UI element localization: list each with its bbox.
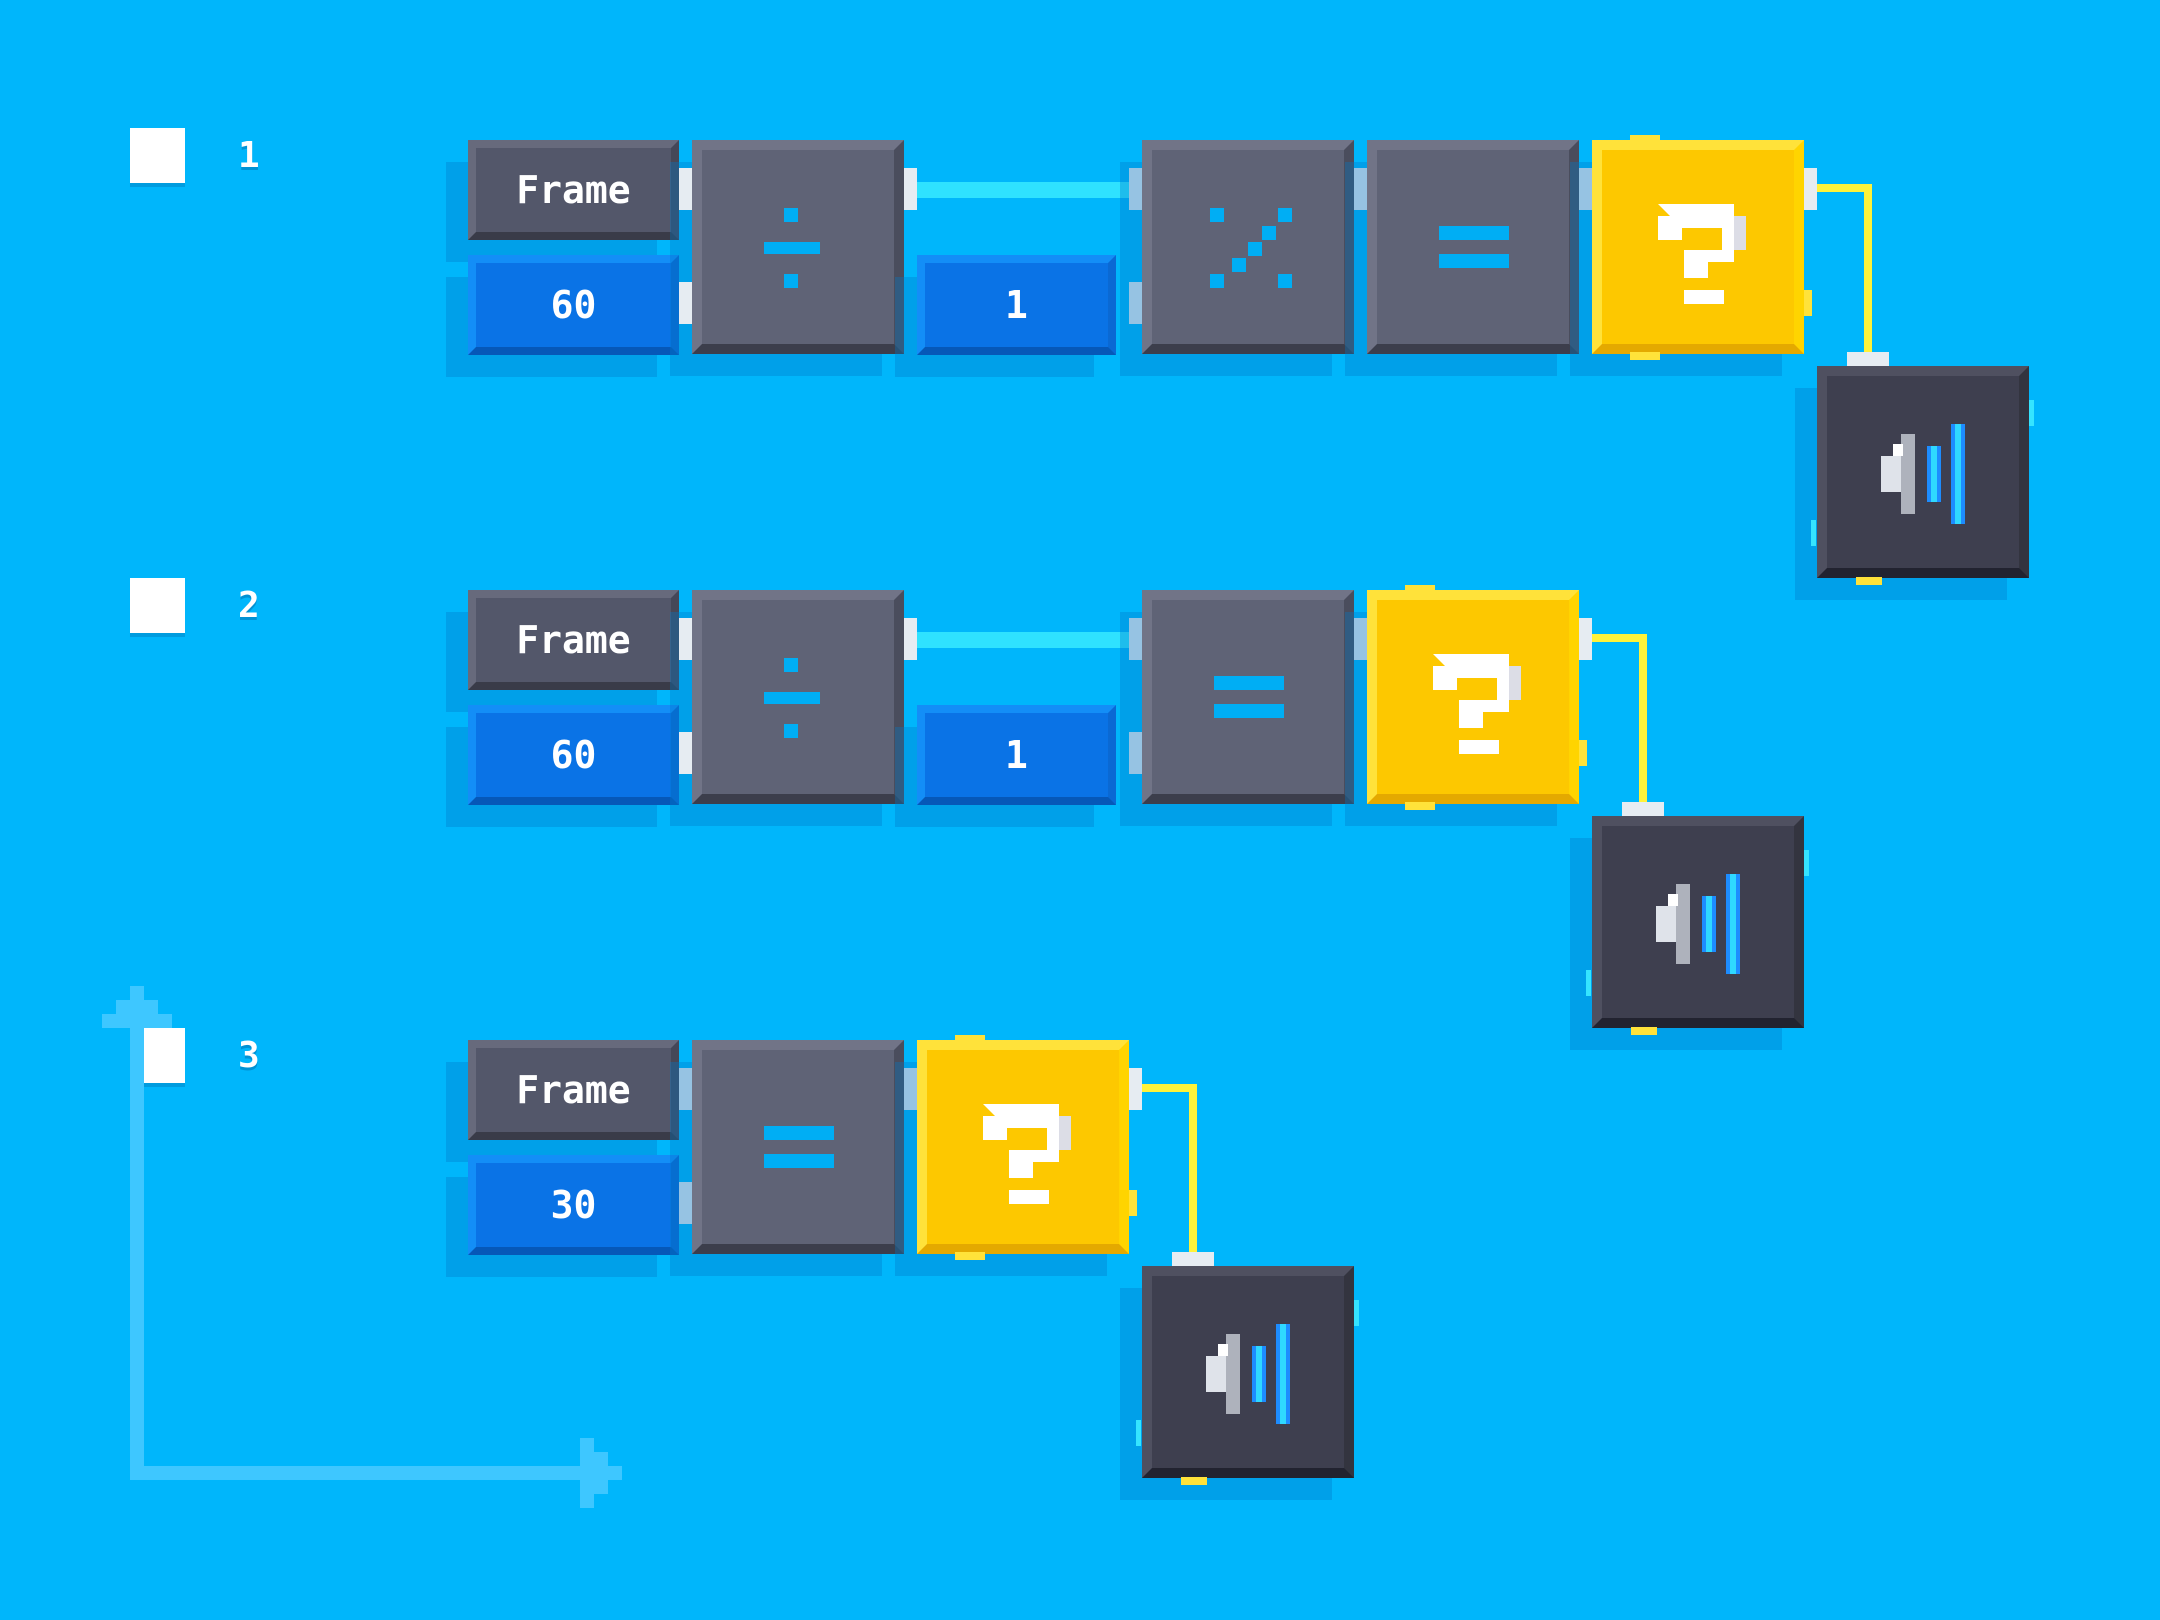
frame-value-block[interactable]: 60 [468,705,679,805]
port[interactable] [1136,1420,1141,1446]
port[interactable] [1579,618,1592,660]
modulo-block[interactable] [1142,140,1354,354]
equals-block[interactable] [1367,140,1579,354]
divisor-value-block[interactable]: 1 [917,705,1116,805]
port[interactable] [679,168,692,210]
frame-variable-block[interactable]: Frame [468,140,679,240]
row-1-checkbox[interactable] [130,128,185,183]
port[interactable] [1405,585,1435,593]
wire [1864,184,1872,356]
wire [1142,1084,1197,1092]
sound-output-block[interactable] [1142,1266,1354,1478]
port[interactable] [1181,1477,1207,1485]
port[interactable] [1856,577,1882,585]
condition-block[interactable] [1367,590,1579,804]
modulo-icon [1210,208,1292,288]
port[interactable] [1129,618,1142,660]
port[interactable] [1354,1300,1359,1326]
vertical-guide [130,1028,144,1468]
port[interactable] [1631,1027,1657,1035]
frame-value-block[interactable]: 30 [468,1155,679,1255]
port[interactable] [679,1068,692,1110]
up-arrow-icon [102,986,172,1028]
frame-value-block[interactable]: 60 [468,255,679,355]
equals-block[interactable] [692,1040,904,1254]
speaker-icon [1881,424,1965,524]
port[interactable] [1804,850,1809,876]
port[interactable] [904,168,917,210]
sound-output-block[interactable] [1592,816,1804,1028]
row-3-number: 3 [238,1035,260,1076]
equals-icon [1439,226,1509,268]
frame-variable-block[interactable]: Frame [468,590,679,690]
row-1-number: 1 [238,135,260,176]
port[interactable] [1586,970,1591,996]
divide-block[interactable] [692,590,904,804]
wire [917,182,1129,198]
sound-output-block[interactable] [1817,366,2029,578]
port[interactable] [1129,1068,1142,1110]
wire [917,632,1129,648]
port[interactable] [679,618,692,660]
port[interactable] [904,618,917,660]
port[interactable] [1622,802,1664,816]
speaker-icon [1206,1324,1290,1424]
port[interactable] [1354,168,1367,210]
question-icon [983,1104,1071,1204]
condition-block[interactable] [917,1040,1129,1254]
port[interactable] [1405,802,1435,810]
port[interactable] [1129,732,1142,774]
port[interactable] [2029,400,2034,426]
divide-block[interactable] [692,140,904,354]
right-arrow-icon [580,1438,622,1508]
equals-block[interactable] [1142,590,1354,804]
port[interactable] [955,1035,985,1043]
wire [1639,634,1647,806]
wire [1189,1084,1197,1256]
port[interactable] [1354,618,1367,660]
port[interactable] [904,1068,917,1110]
divide-icon [764,208,820,288]
frame-variable-block[interactable]: Frame [468,1040,679,1140]
divisor-value-block[interactable]: 1 [917,255,1116,355]
port[interactable] [1579,168,1592,210]
port[interactable] [1129,282,1142,324]
wire [1817,184,1872,192]
equals-icon [1214,676,1284,718]
port[interactable] [679,282,692,324]
port[interactable] [1129,1190,1137,1216]
axis-arrows [102,986,622,1508]
condition-block[interactable] [1592,140,1804,354]
port[interactable] [1630,135,1660,143]
port[interactable] [679,1182,692,1224]
port[interactable] [1811,520,1816,546]
port[interactable] [1630,352,1660,360]
port[interactable] [1172,1252,1214,1266]
horizontal-guide [130,1466,580,1480]
row-2-checkbox[interactable] [130,578,185,633]
wire [1592,634,1647,642]
row-2-number: 2 [238,585,260,626]
port[interactable] [955,1252,985,1260]
port[interactable] [1804,168,1817,210]
question-icon [1433,654,1521,754]
speaker-icon [1656,874,1740,974]
port[interactable] [1129,168,1142,210]
port[interactable] [1847,352,1889,366]
equals-icon [764,1126,834,1168]
divide-icon [764,658,820,738]
port[interactable] [1804,290,1812,316]
question-icon [1658,204,1746,304]
port[interactable] [1579,740,1587,766]
port[interactable] [679,732,692,774]
